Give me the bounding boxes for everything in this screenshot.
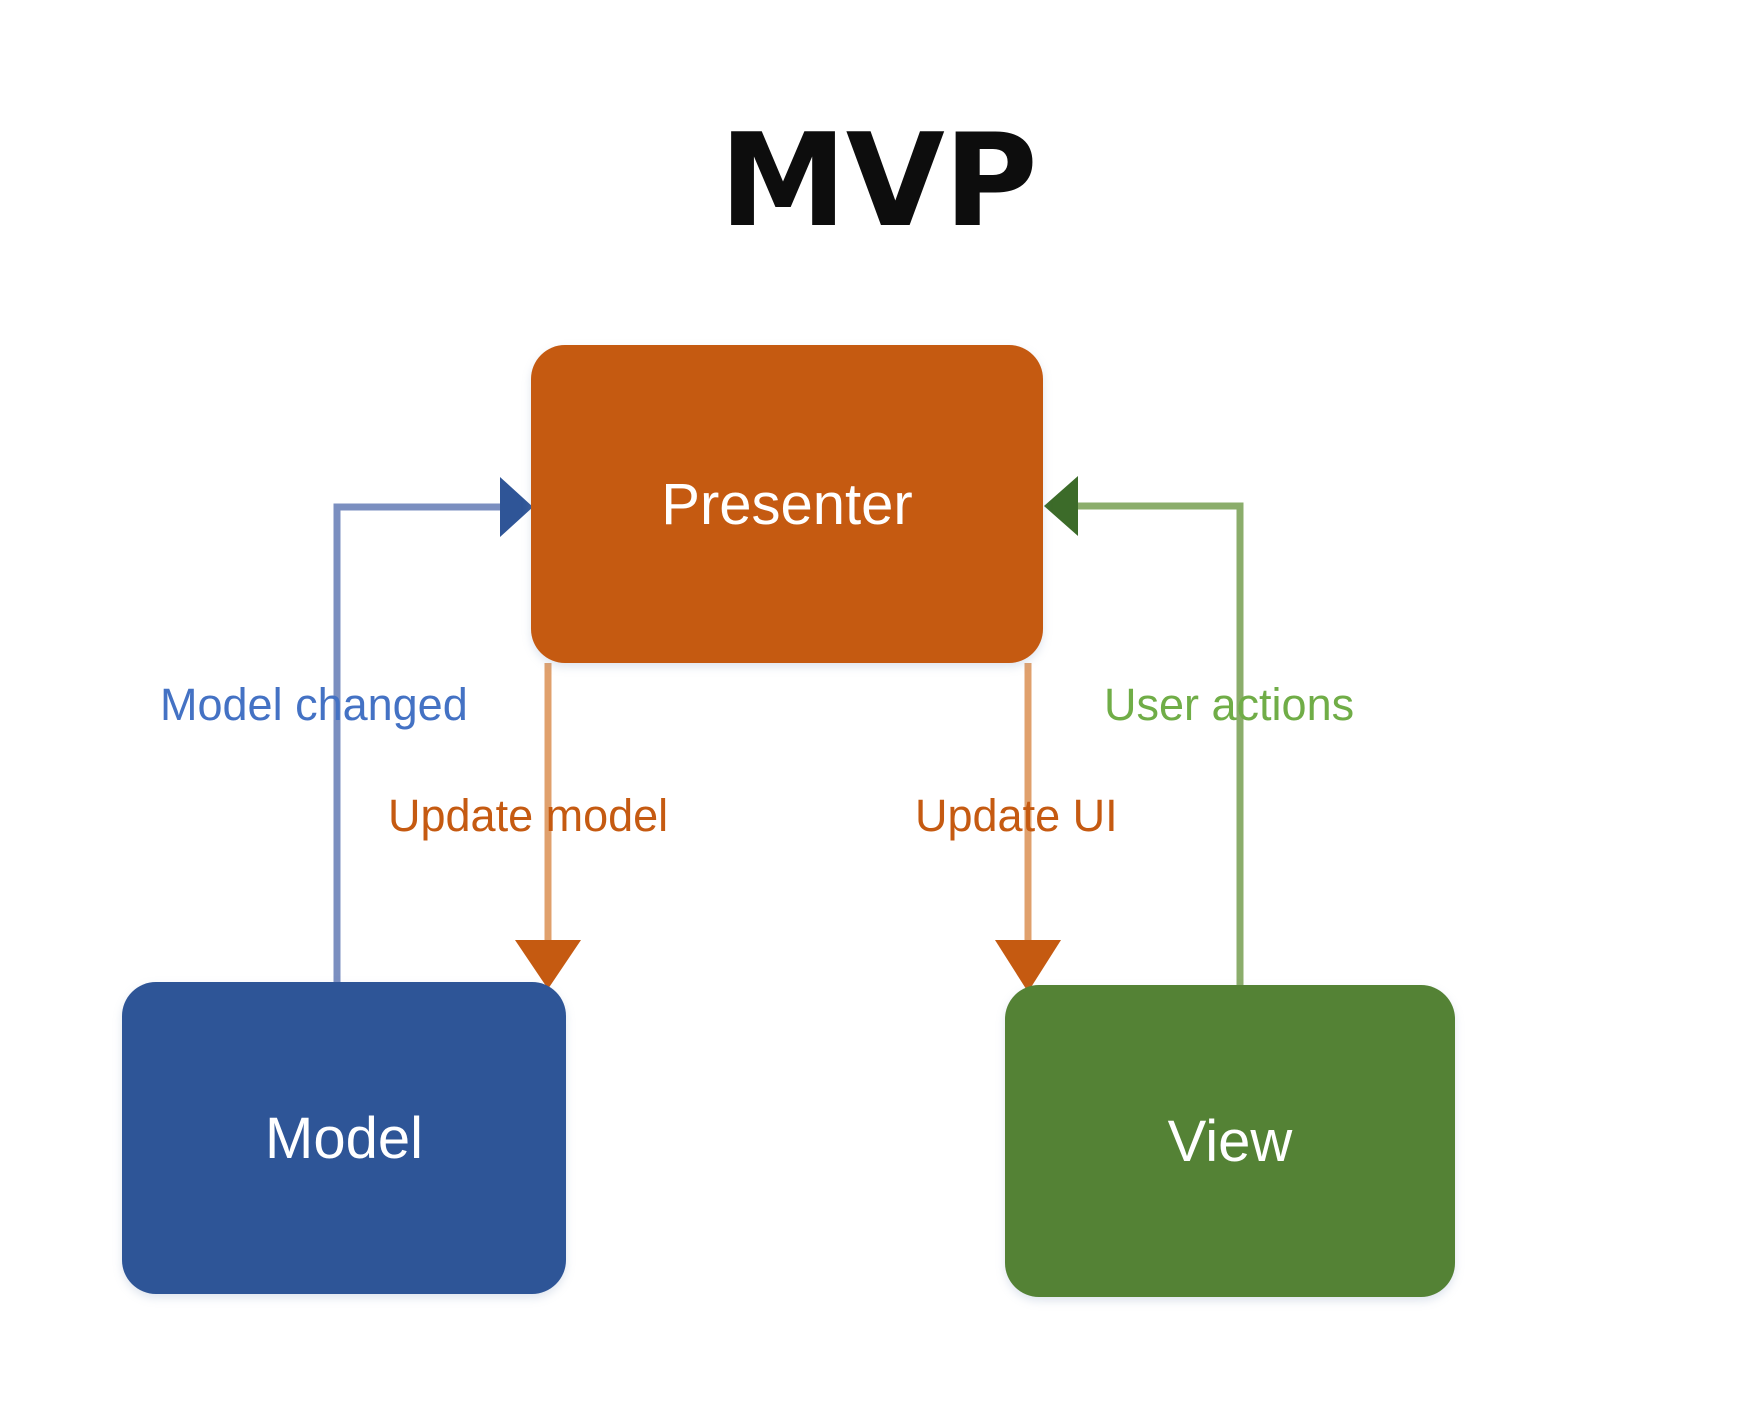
edge-label-update-model: Update model	[388, 790, 669, 841]
edge-user-actions	[1044, 476, 1244, 995]
node-model[interactable]: Model	[122, 982, 566, 1294]
edge-label-update-ui: Update UI	[915, 790, 1118, 841]
node-view[interactable]: View	[1005, 985, 1455, 1297]
node-view-label: View	[1167, 1108, 1293, 1174]
node-model-label: Model	[265, 1105, 423, 1171]
edge-label-model-changed: Model changed	[160, 679, 468, 730]
node-presenter[interactable]: Presenter	[531, 345, 1043, 663]
edge-label-user-actions: User actions	[1104, 679, 1355, 730]
node-presenter-label: Presenter	[661, 471, 913, 537]
edge-model-changed	[333, 477, 533, 990]
page-title: MVP	[719, 107, 1037, 256]
